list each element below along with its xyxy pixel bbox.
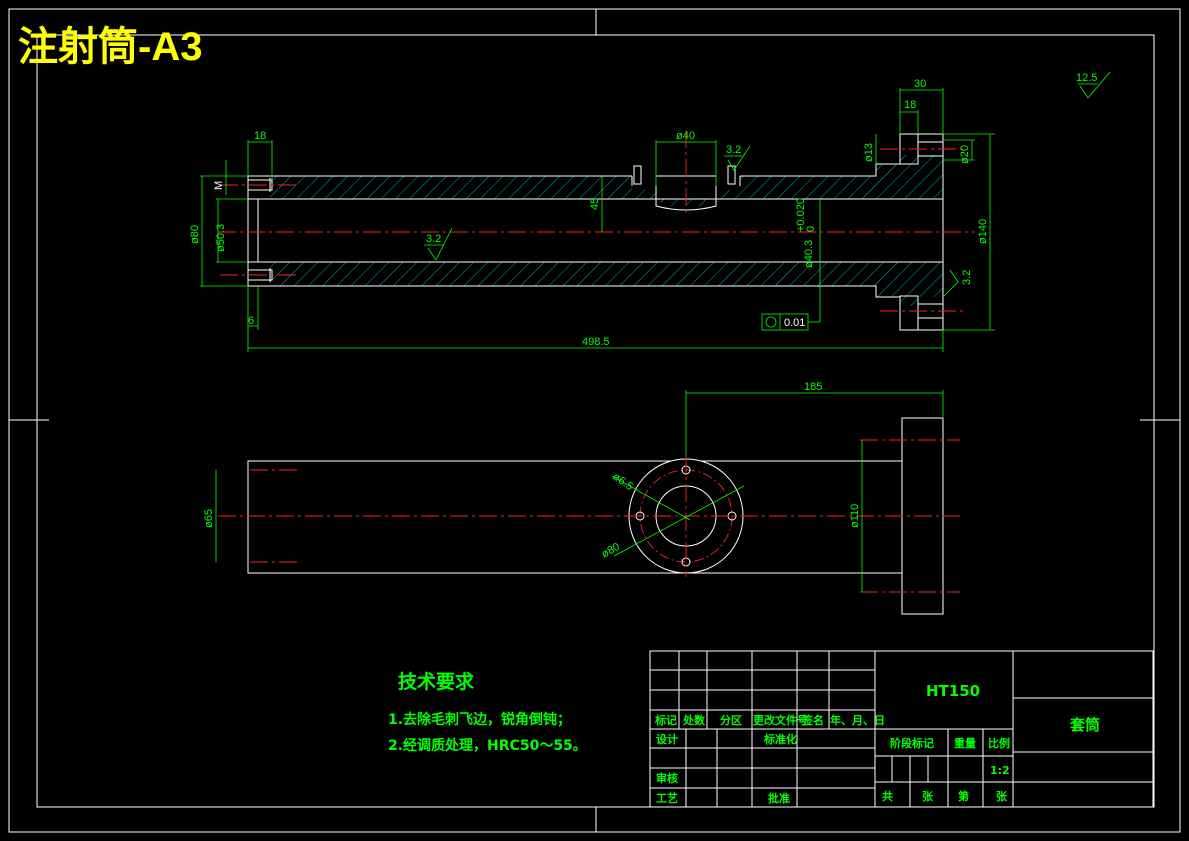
- svg-text:ø13: ø13: [863, 143, 875, 162]
- svg-text:年、月、日: 年、月、日: [830, 713, 885, 727]
- svg-text:标准化: 标准化: [763, 732, 797, 746]
- title-block: HT150 套筒 标记 处数 分区 更改文件号 签名 年、月、日 设计 标准化 …: [649, 650, 1154, 808]
- technical-requirements: 技术要求 1.去除毛刺飞边，锐角倒钝； 2.经调质处理，HRC50～55。: [388, 670, 587, 754]
- svg-text:比例: 比例: [988, 736, 1010, 750]
- svg-text:标记: 标记: [654, 713, 677, 727]
- svg-text:张: 张: [996, 789, 1008, 803]
- svg-text:ø40: ø40: [676, 130, 695, 142]
- svg-text:ø50.3: ø50.3: [215, 224, 227, 252]
- svg-text:498.5: 498.5: [582, 336, 610, 348]
- svg-text:18: 18: [904, 99, 916, 111]
- svg-text:ø20: ø20: [959, 145, 971, 164]
- svg-text:+0.020: +0.020: [795, 198, 807, 232]
- svg-text:3.2: 3.2: [961, 270, 973, 285]
- svg-text:ø80: ø80: [600, 541, 622, 561]
- bottom-view-dimensions: 185 ø65 ø6.5 ø80 ø110: [203, 381, 944, 592]
- svg-text:45: 45: [589, 198, 601, 210]
- svg-text:ø40.3: ø40.3: [803, 240, 815, 268]
- svg-text:18: 18: [254, 130, 266, 142]
- svg-text:工艺: 工艺: [656, 791, 678, 805]
- svg-text:ø80: ø80: [189, 225, 201, 244]
- svg-text:ø65: ø65: [203, 509, 215, 528]
- svg-text:12.5: 12.5: [1076, 72, 1097, 84]
- drawing-title: 注射筒-A3: [18, 25, 202, 69]
- svg-text:ø6.5: ø6.5: [610, 471, 635, 493]
- svg-text:M: M: [213, 181, 225, 190]
- svg-text:更改文件号: 更改文件号: [753, 713, 808, 727]
- svg-text:6: 6: [248, 315, 254, 327]
- roughness-symbol-overall: 12.5: [1076, 71, 1111, 99]
- svg-text:批准: 批准: [768, 791, 790, 805]
- material: HT150: [926, 682, 980, 700]
- svg-text:重量: 重量: [954, 736, 976, 750]
- svg-text:ø110: ø110: [849, 504, 861, 528]
- svg-text:分区: 分区: [720, 713, 742, 727]
- svg-text:技术要求: 技术要求: [398, 670, 475, 693]
- sheet-frame: [8, 8, 1181, 833]
- svg-text:设计: 设计: [656, 732, 678, 746]
- svg-text:0: 0: [805, 226, 817, 232]
- front-view-dimensions: 18 30 18 ø40 3.2 ø13 ø20 ø80 ø50.3: [189, 78, 995, 352]
- svg-text:阶段标记: 阶段标记: [890, 736, 934, 750]
- svg-text:3.2: 3.2: [426, 233, 441, 245]
- svg-text:0.01: 0.01: [784, 317, 805, 329]
- svg-text:处数: 处数: [682, 713, 706, 727]
- svg-text:共: 共: [882, 789, 893, 803]
- svg-text:30: 30: [914, 78, 926, 90]
- svg-text:签名: 签名: [801, 713, 824, 727]
- svg-text:第: 第: [958, 789, 969, 803]
- svg-text:审核: 审核: [656, 771, 678, 785]
- svg-text:185: 185: [804, 381, 822, 393]
- svg-text:3.2: 3.2: [726, 144, 741, 156]
- svg-text:1.去除毛刺飞边，锐角倒钝；: 1.去除毛刺飞边，锐角倒钝；: [388, 711, 571, 728]
- svg-text:ø140: ø140: [977, 219, 989, 244]
- bottom-view: [218, 417, 960, 615]
- svg-text:1:2: 1:2: [990, 764, 1010, 777]
- svg-text:张: 张: [922, 789, 934, 803]
- part-name: 套筒: [1069, 716, 1100, 734]
- front-section-view: [218, 130, 975, 331]
- svg-text:2.经调质处理，HRC50～55。: 2.经调质处理，HRC50～55。: [388, 737, 587, 754]
